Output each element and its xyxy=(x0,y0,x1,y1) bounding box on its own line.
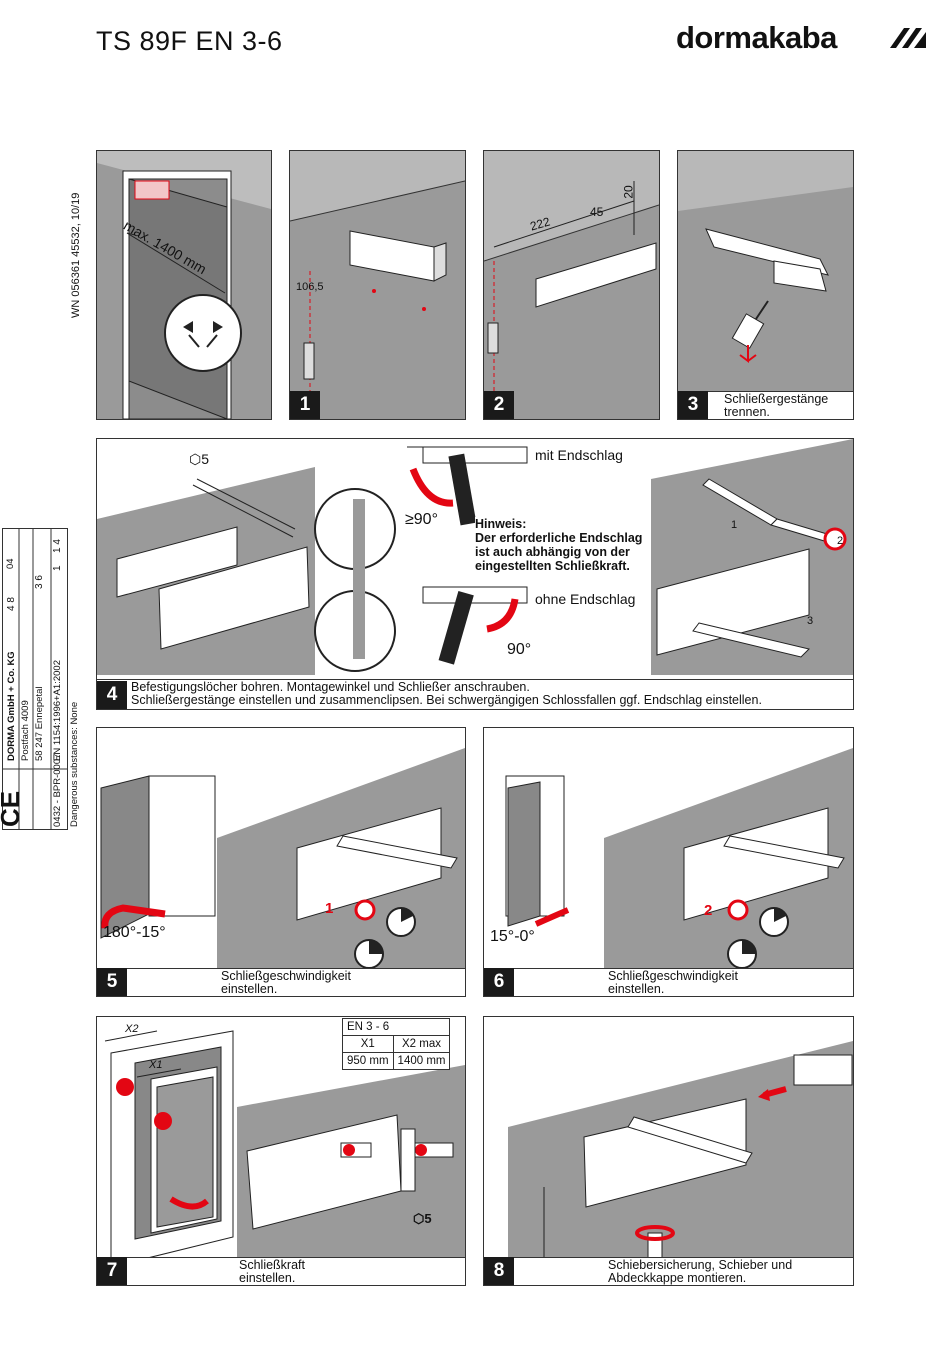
step-number: 5 xyxy=(97,968,127,996)
step-4-caption-line-1: Befestigungslöcher bohren. Montagewinkel… xyxy=(131,680,530,694)
panel-step-3: 3 Schließergestänge trennen. xyxy=(677,150,854,420)
panel-step-1: 106,5 1 xyxy=(289,150,466,420)
step-6-caption-line-2: einstellen. xyxy=(608,982,665,996)
note-line: Hinweis: xyxy=(475,517,527,531)
step-2-illustration xyxy=(484,151,659,419)
step-3-caption-line-2: trennen. xyxy=(724,405,770,419)
table-title: EN 3 - 6 xyxy=(341,1018,451,1036)
opening-angle-label: 180°-15° xyxy=(103,924,166,941)
step-5-illustration xyxy=(100,728,465,969)
step-number: 7 xyxy=(97,1257,127,1285)
grid-cell: 4 8 xyxy=(6,597,17,611)
step-number: 2 xyxy=(484,391,514,419)
note-line: Der erforderliche Endschlag xyxy=(475,531,643,545)
company-name: DORMA GmbH + Co. KG xyxy=(6,651,17,761)
callout-1: 1 xyxy=(731,519,738,531)
hex-key-icon: ⬡ xyxy=(189,451,202,467)
endstop-note: Hinweis: Der erforderliche Endschlag ist… xyxy=(475,517,651,573)
dimension-20: 20 xyxy=(621,185,636,199)
step-number: 6 xyxy=(484,968,514,996)
without-endstop-label: ohne Endschlag xyxy=(535,591,636,607)
step-6-illustration xyxy=(505,728,853,969)
company-city-line: 58 247 Ennepetal xyxy=(34,686,45,761)
angle-min-90: ≥90° xyxy=(405,511,438,528)
panel-step-2: 222 45 20 2 xyxy=(483,150,660,420)
hex-key-icon: ⬡ xyxy=(413,1211,425,1226)
step-number: 1 xyxy=(290,391,320,419)
step-5-caption-line-2: einstellen. xyxy=(221,982,278,996)
table-cell: 1400 mm xyxy=(392,1052,451,1070)
step-7-illustration xyxy=(97,1017,465,1268)
dimension-45: 45 xyxy=(590,205,604,219)
ce-mark: CE xyxy=(0,790,25,827)
step-3-illustration xyxy=(678,151,853,419)
overview-illustration xyxy=(97,151,271,419)
step-number: 3 xyxy=(678,391,708,419)
callout-3: 3 xyxy=(807,615,814,627)
step-1-illustration xyxy=(290,151,465,419)
step-8-illustration xyxy=(484,1017,853,1264)
x1-dimension: X1 xyxy=(149,1059,163,1071)
brand-mark-icon xyxy=(890,28,926,48)
table-header: X2 max xyxy=(392,1035,451,1053)
company-postfach: Postfach 4009 xyxy=(20,700,31,761)
offset-dimension: 106,5 xyxy=(296,281,324,293)
step-number: 8 xyxy=(484,1257,514,1285)
substances-note: Dangerous substances: None xyxy=(69,701,80,827)
hex-size-label: ⬡5 xyxy=(189,451,210,467)
grid-cell: 3 6 xyxy=(34,575,45,589)
step-3-caption-line-1: Schließergestänge xyxy=(724,392,829,406)
step-7-caption-line-2: einstellen. xyxy=(239,1271,296,1285)
table-header: X1 xyxy=(342,1035,394,1053)
panel-overview: max. 1400 mm xyxy=(96,150,272,420)
cert-number: 0432 - BPR-0007 xyxy=(52,753,63,827)
hex-size-label: ⬡5 xyxy=(413,1211,432,1226)
note-line: ist auch abhängig von der xyxy=(475,545,630,559)
step-6-caption-line-1: Schließgeschwindigkeit xyxy=(608,969,738,983)
step-4-caption-line-2: Schließergestänge einstellen und zusamme… xyxy=(131,693,762,707)
panel-step-6: 15°-0° 2 6 Schließgeschwindigkeit einste… xyxy=(483,727,854,997)
grid-cell: 1 4 xyxy=(52,539,63,553)
with-endstop-label: mit Endschlag xyxy=(535,447,623,463)
angle-90: 90° xyxy=(507,641,532,658)
year-label: 04 xyxy=(5,558,16,569)
panel-step-8: 8 Schiebersicherung, Schieber und Abdeck… xyxy=(483,1016,854,1286)
note-line: eingestellten Schließkraft. xyxy=(475,559,630,573)
table-cell: 950 mm xyxy=(342,1052,394,1070)
step-5-caption-line-1: Schließgeschwindigkeit xyxy=(221,969,351,983)
step-4-illustration xyxy=(97,439,853,675)
brand-logo: dormakaba xyxy=(676,20,837,55)
grid-cell: 1 xyxy=(52,565,63,571)
document-number: WN 056361 45532, 10/19 xyxy=(70,192,82,318)
panel-step-5: 180°-15° 1 5 Schließgeschwindigkeit eins… xyxy=(96,727,466,997)
valve-number: 2 xyxy=(704,902,713,919)
callout-2: 2 xyxy=(837,535,844,547)
valve-number: 1 xyxy=(325,900,334,917)
step-8-caption-line-2: Abdeckkappe montieren. xyxy=(608,1271,747,1285)
step-7-caption-line-1: Schließkraft xyxy=(239,1258,305,1272)
x2-dimension: X2 xyxy=(125,1023,139,1035)
certification-block: CE DORMA GmbH + Co. KG Postfach 4009 58 … xyxy=(0,528,80,830)
step-8-caption-line-1: Schiebersicherung, Schieber und xyxy=(608,1258,793,1272)
standard-number: EN 1154:1996+A1:2002 xyxy=(52,660,63,761)
step-number: 4 xyxy=(97,681,127,709)
panel-step-4: ⬡5 mit Endschlag ohne Endschlag ≥90° 90°… xyxy=(96,438,854,710)
closing-angle-label: 15°-0° xyxy=(490,928,535,945)
page-title: TS 89F EN 3-6 xyxy=(96,26,283,56)
